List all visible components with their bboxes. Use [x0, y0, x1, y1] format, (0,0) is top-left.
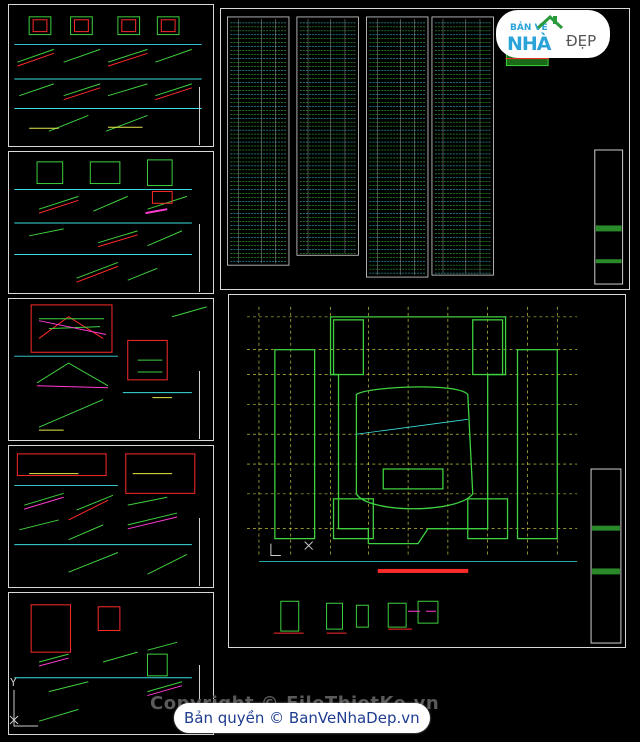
house-icon: [536, 14, 564, 30]
sheet-1-drawing: [14, 16, 202, 132]
drawing-sheet-5[interactable]: [8, 592, 214, 735]
drawing-sheet-4[interactable]: [8, 445, 214, 588]
sheet-3-drawing: [14, 304, 207, 431]
copyright-badge: Bản quyền © BanVeNhaDep.vn: [174, 703, 430, 733]
schedule-sheet[interactable]: [220, 8, 630, 290]
floor-plan-sheet[interactable]: [228, 294, 626, 648]
drawing-sheet-2[interactable]: [8, 151, 214, 294]
sheet-2-drawing: [14, 159, 192, 283]
ucs-y-label: Y: [10, 676, 17, 689]
drawing-sheet-1[interactable]: [8, 4, 214, 147]
logo-line-3: ĐẸP: [566, 32, 597, 50]
floor-plan-drawing: [247, 306, 622, 644]
ucs-icon: [9, 690, 38, 727]
sheet-4-drawing: [14, 453, 196, 575]
brand-logo[interactable]: BẢN VẼ NHÀ ĐẸP: [496, 10, 610, 58]
schedule-tables: [227, 16, 624, 285]
logo-line-2: NHÀ: [507, 33, 552, 55]
drawing-sheet-3[interactable]: [8, 298, 214, 441]
sheet-5-drawing: [14, 604, 192, 722]
logo-line-1: BẢN VẼ: [510, 23, 548, 33]
